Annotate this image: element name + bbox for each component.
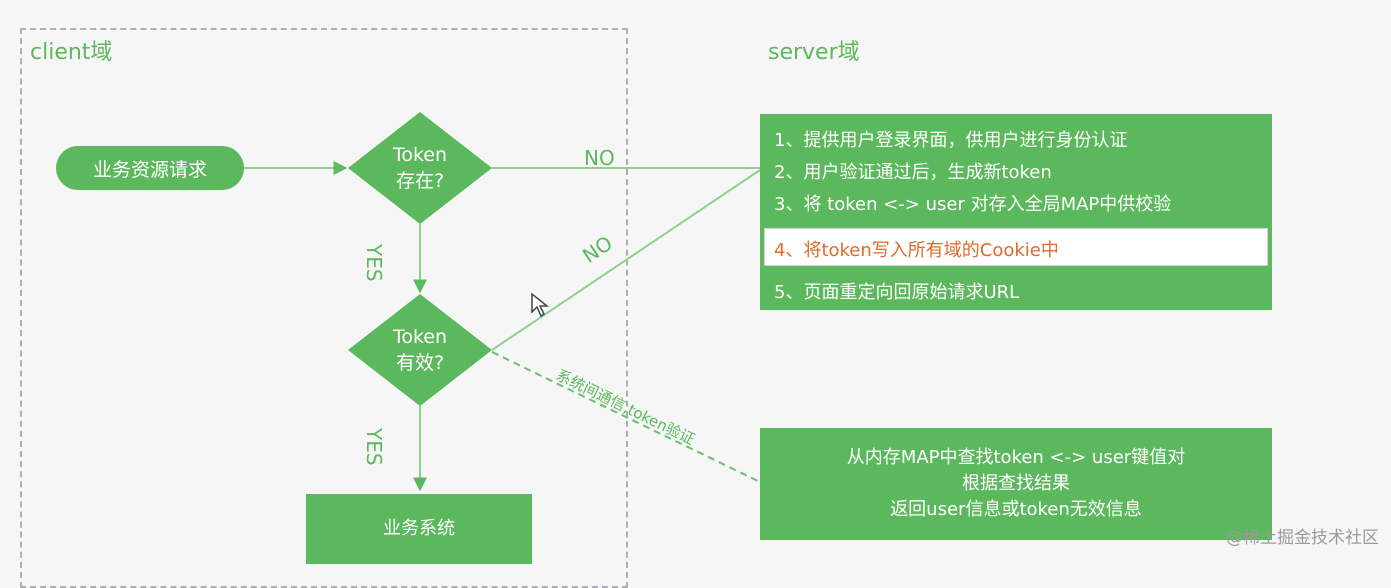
diamond-token-exists [348,112,492,224]
token-exists-line2: 存在? [395,170,445,192]
business-system-node: 业务系统 [306,494,532,564]
edge-label-yes-upper: YES [362,244,386,282]
token-valid-line1: Token [392,326,448,348]
edge-label-yes-lower: YES [362,428,386,466]
server-step-1: 1、提供用户登录界面，供用户进行身份认证 [774,130,1128,151]
server-zone-label: server域 [768,40,860,65]
token-exists-line1: Token [392,144,448,166]
server-steps-box: 1、提供用户登录界面，供用户进行身份认证 2、用户验证通过后，生成新token … [760,114,1272,310]
step-highlight-row [764,228,1268,266]
token-valid-line2: 有效? [395,352,445,374]
server-step-3: 3、将 token <-> user 对存入全局MAP中供校验 [774,194,1172,215]
flow-connectors [244,112,761,492]
edge-dashed-verify [491,351,761,483]
server-lookup-line-1: 从内存MAP中查找token <-> user键值对 [846,447,1186,468]
token-exists-node: Token 存在? [360,140,480,196]
server-lookup-line-2: 根据查找结果 [962,473,1070,494]
request-node: 业务资源请求 [56,146,244,190]
server-step-2: 2、用户验证通过后，生成新token [774,162,1052,183]
server-step-5: 5、页面重定向回原始请求URL [774,282,1020,303]
business-system-label: 业务系统 [383,518,455,539]
server-lookup-line-3: 返回user信息或token无效信息 [890,499,1142,520]
server-lookup-box: 从内存MAP中查找token <-> user键值对 根据查找结果 返回user… [760,428,1272,540]
edge-label-no-top: NO [584,146,615,170]
mouse-cursor-icon [531,292,550,318]
request-node-label: 业务资源请求 [92,158,207,181]
server-step-4: 4、将token写入所有域的Cookie中 [774,240,1059,261]
watermark: @稀土掘金技术社区 [1226,528,1379,548]
edge-valid-no [491,169,761,351]
token-valid-node: Token 有效? [360,322,480,378]
client-zone-label: client域 [30,40,113,65]
diamond-token-valid [348,294,492,406]
